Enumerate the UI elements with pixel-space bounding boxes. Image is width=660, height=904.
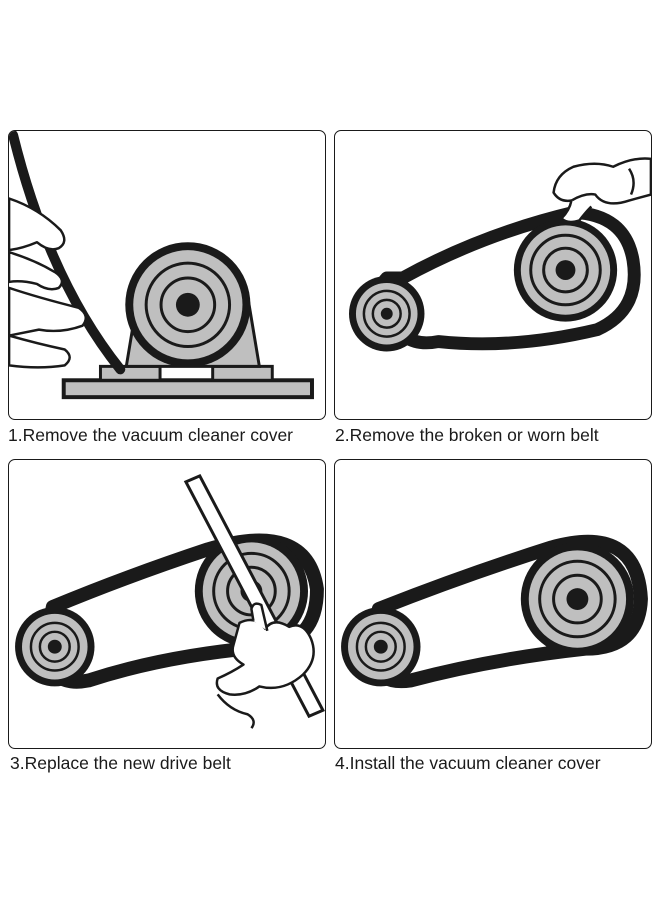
motor-mount-foot-right bbox=[211, 364, 274, 382]
motor-mount-foot-left bbox=[98, 364, 162, 382]
step-1-caption: 1.Remove the vacuum cleaner cover bbox=[8, 425, 293, 445]
step-4-caption: 4.Install the vacuum cleaner cover bbox=[335, 753, 601, 773]
step-1-illustration bbox=[9, 131, 314, 400]
step-3-panel bbox=[8, 459, 326, 749]
step-3-illustration bbox=[15, 473, 325, 729]
hand-icon bbox=[215, 602, 315, 729]
step-2-panel bbox=[334, 130, 652, 420]
step-4-panel bbox=[334, 459, 652, 749]
step-2-caption: 2.Remove the broken or worn belt bbox=[335, 425, 599, 445]
belt-icon bbox=[9, 131, 126, 375]
step-4-illustration bbox=[341, 534, 648, 689]
step-3-caption: 3.Replace the new drive belt bbox=[10, 753, 231, 773]
motor-base-plate bbox=[61, 378, 314, 400]
step-1-panel bbox=[8, 130, 326, 420]
belt-icon bbox=[363, 534, 648, 689]
hand-icon bbox=[9, 197, 87, 369]
step-2-illustration bbox=[349, 157, 651, 352]
hand-icon bbox=[552, 157, 651, 224]
belt-icon bbox=[37, 533, 324, 689]
